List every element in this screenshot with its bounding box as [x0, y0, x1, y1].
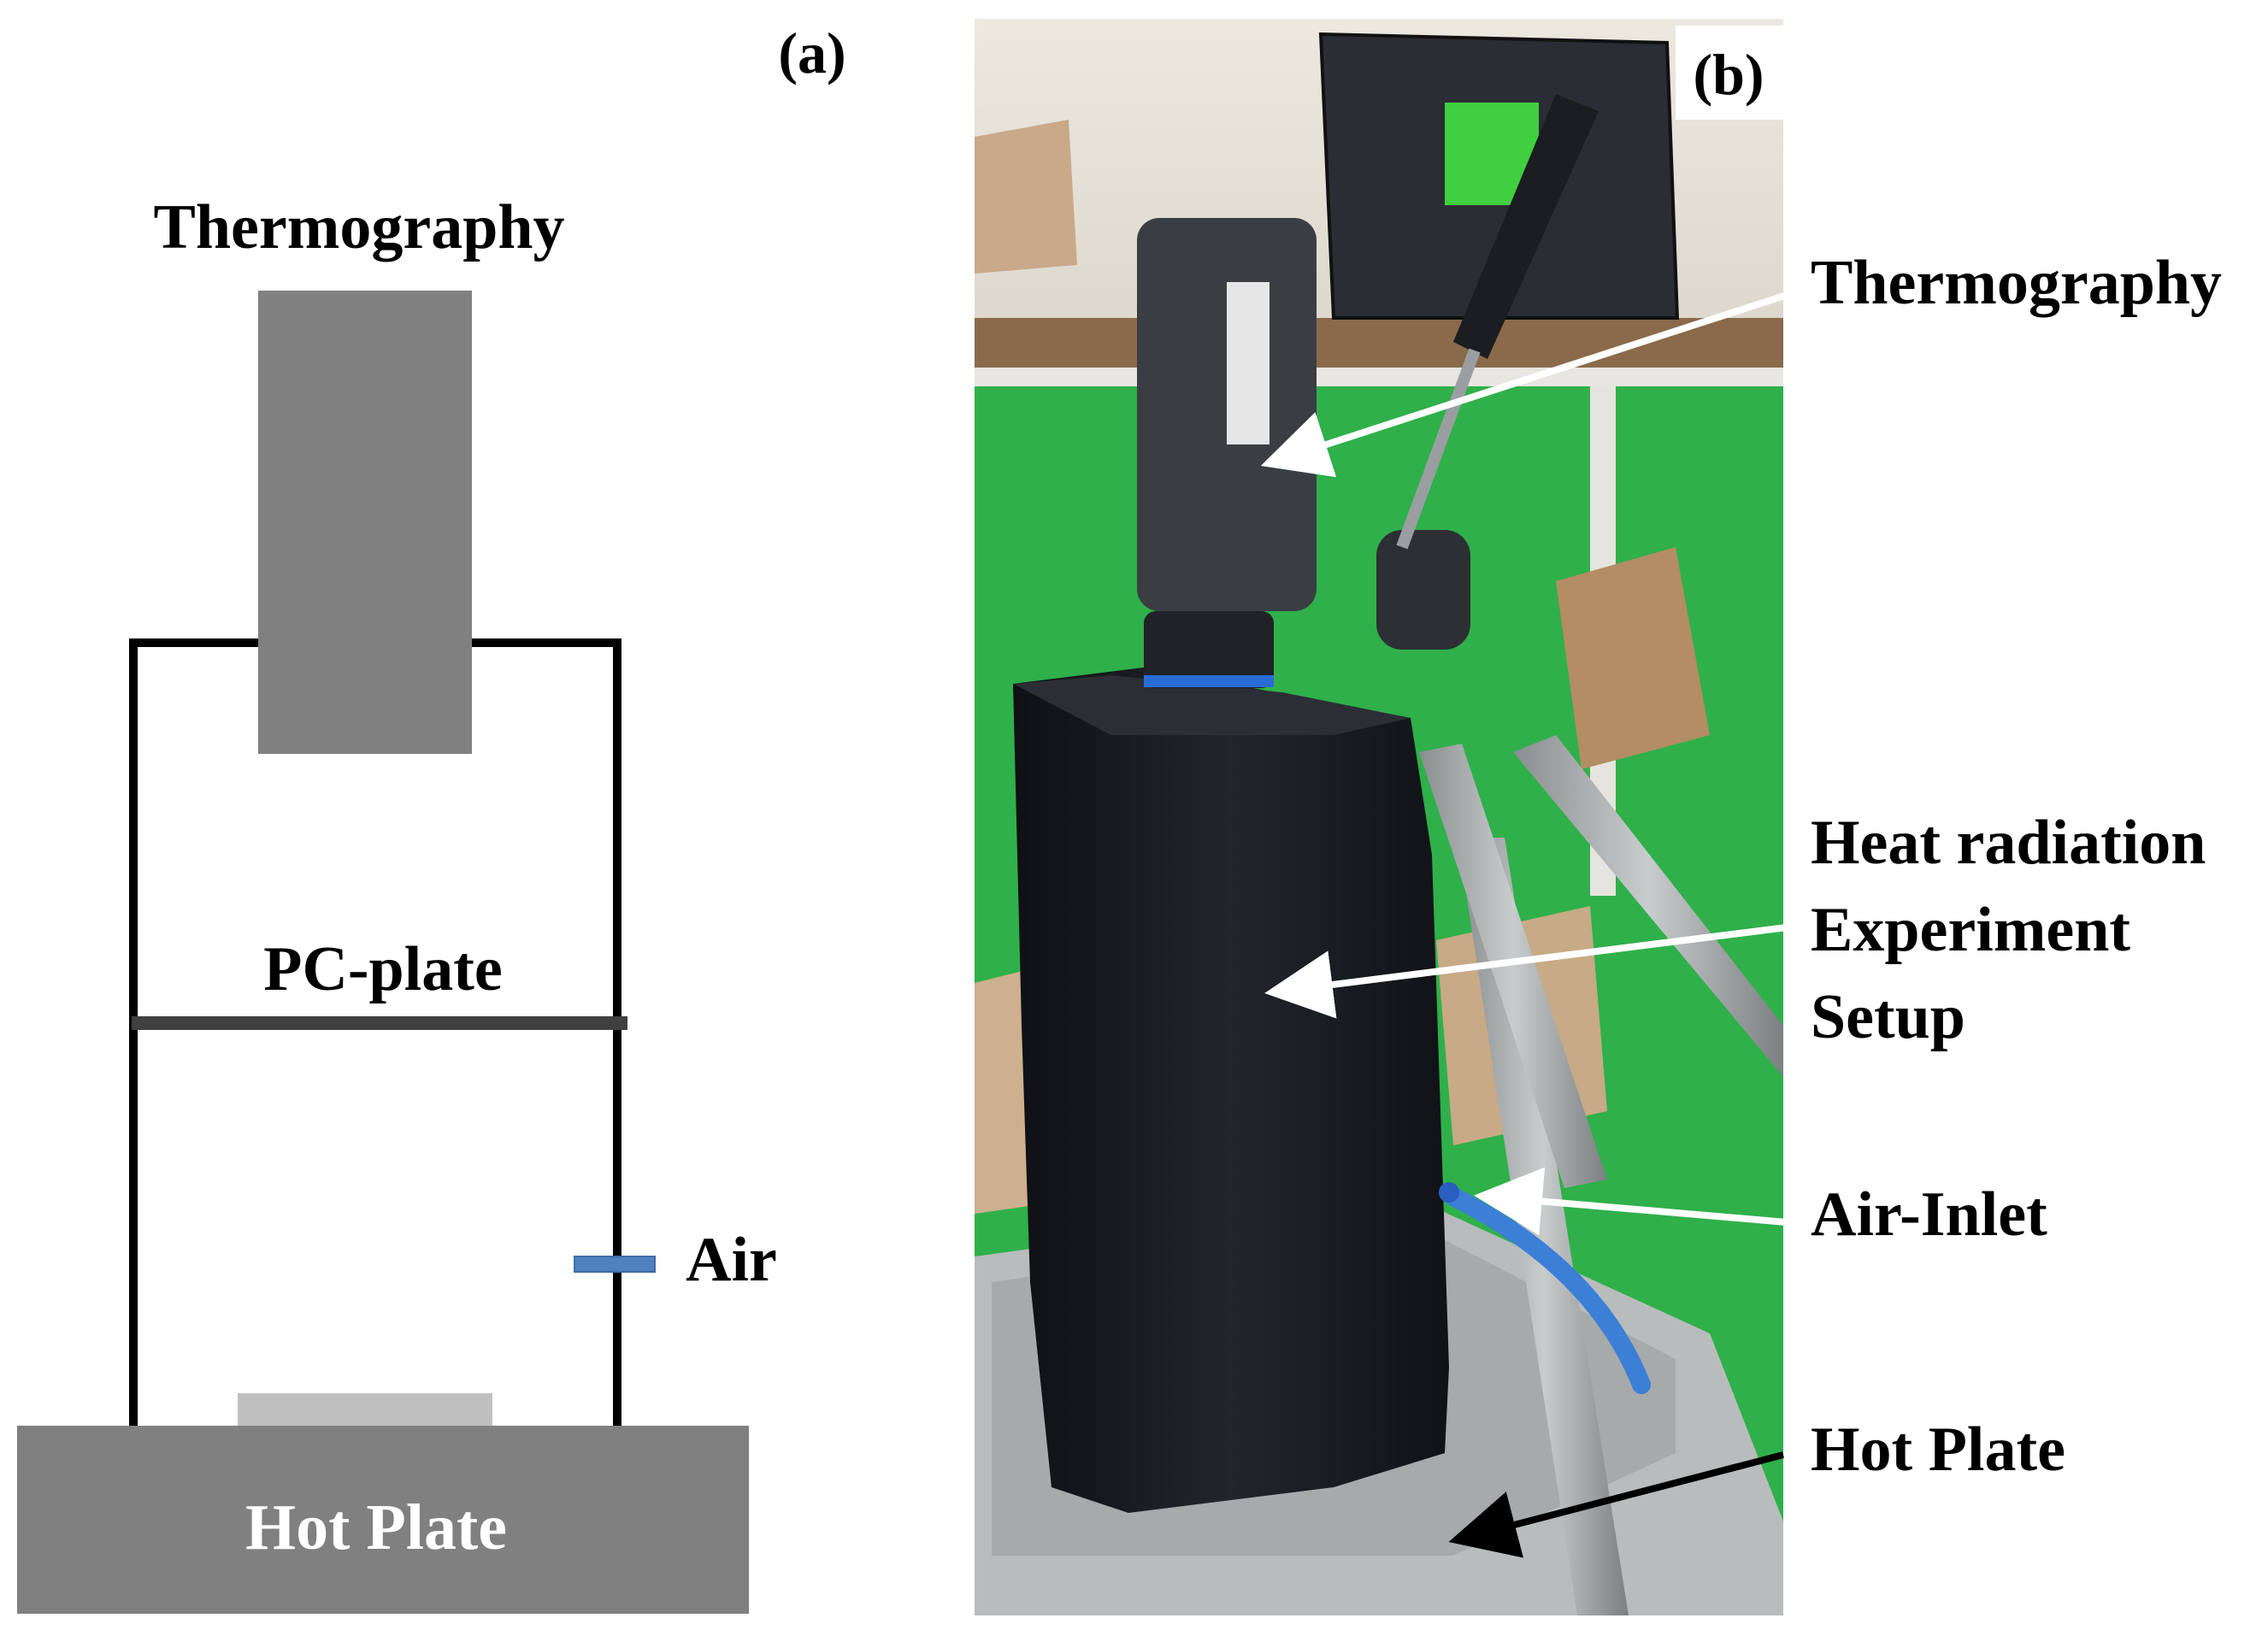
- arrow-hot-plate: [1448, 1451, 1785, 1558]
- arrow-heat-radiation: [1264, 924, 1788, 1019]
- hot-plate-label-a: Hot Plate: [245, 1492, 507, 1563]
- thermography-label-b: Thermography: [1811, 248, 2222, 318]
- photo-tripod-leg-2: [1513, 735, 1783, 1077]
- enclosure-frame: [129, 638, 621, 1426]
- photo-handle-rod: [1396, 348, 1481, 550]
- air-inlet-marker: [574, 1256, 656, 1273]
- arrow-air-inlet: [1474, 1167, 1788, 1236]
- pc-plate-label: PC-plate: [263, 934, 503, 1004]
- panel-a: (a) Thermography PC-plate Air Hot Plate: [17, 21, 846, 1614]
- photo-box-1: [975, 120, 1077, 274]
- photo-handle: [1453, 94, 1599, 359]
- photo-camera-label: [1227, 282, 1269, 444]
- photo-box-2: [1556, 547, 1710, 769]
- panel-b-tag-bg: [1676, 26, 1783, 120]
- heat-radiation-label-line1: Heat radiation: [1811, 808, 2206, 878]
- thermography-label-a: Thermography: [154, 192, 565, 262]
- heat-radiation-label-line2: Experiment: [1811, 895, 2130, 965]
- air-label: Air: [686, 1225, 777, 1295]
- heat-radiation-label-line3: Setup: [1811, 982, 1965, 1052]
- panel-a-tag: (a): [778, 21, 845, 85]
- photo-desk-rail: [975, 368, 1783, 386]
- panel-b-tag: (b): [1693, 42, 1764, 107]
- photo-air-inlet-fitting: [1439, 1182, 1459, 1203]
- photo-tripod-leg-3: [1419, 744, 1607, 1188]
- photo: [975, 19, 1783, 1615]
- hot-plate-block: [17, 1426, 749, 1614]
- photo-camera-ring: [1144, 675, 1274, 687]
- arrow-thermography: [1260, 284, 1812, 478]
- photo-cloth-enclosure: [1013, 667, 1449, 1513]
- photo-cloth-top: [1013, 675, 1411, 735]
- panel-b: (b) Thermography Heat radiation Experime…: [975, 19, 2222, 1615]
- sample-block: [238, 1393, 492, 1427]
- thermography-camera-block: [258, 291, 472, 754]
- photo-tripod-head: [1376, 530, 1470, 650]
- air-inlet-label: Air-Inlet: [1811, 1180, 2047, 1250]
- photo-camera-lens: [1144, 611, 1274, 688]
- hot-plate-label-b: Hot Plate: [1811, 1415, 2065, 1485]
